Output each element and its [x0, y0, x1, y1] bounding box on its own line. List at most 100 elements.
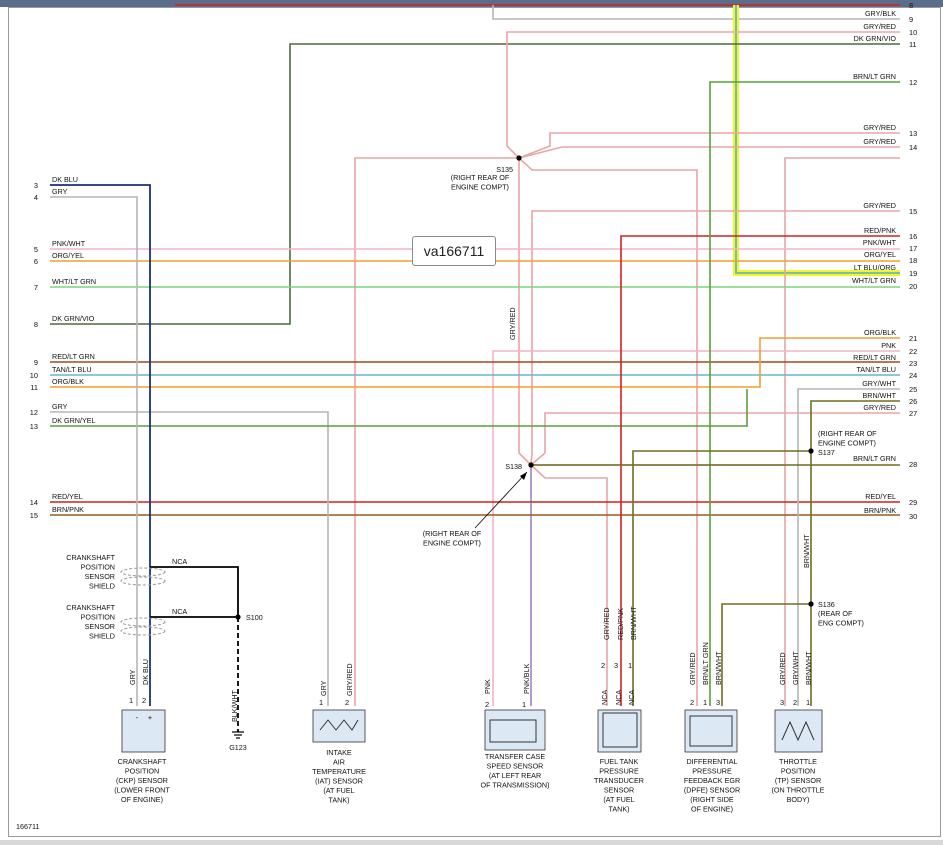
ftpt-pin: 1	[628, 661, 632, 670]
wire-brn-lt-grn-12	[709, 81, 900, 706]
right-wire-label: BRN/LT GRN	[853, 454, 896, 463]
ground-wire-label: BLK/WHT	[230, 689, 239, 722]
shield-nca: NCA	[172, 557, 187, 566]
right-pin-number: 15	[909, 207, 917, 216]
splice-s138	[528, 462, 534, 468]
ftpt-nca: NCA	[614, 690, 623, 705]
left-pin-number: 3	[34, 181, 38, 190]
shield-label: SHIELD	[89, 582, 115, 591]
ftpt-pin: 3	[614, 661, 618, 670]
iat-label: INTAKE	[326, 748, 352, 757]
ckp-pin: 2	[142, 696, 146, 705]
iat-pin: 2	[345, 698, 349, 707]
shapes-layer	[120, 155, 823, 753]
s137-location: ENGINE COMPT)	[818, 439, 876, 448]
splice-s137	[808, 448, 814, 454]
mid-wire-label: GRY/RED	[508, 307, 517, 340]
tcss-pin: 2	[485, 700, 489, 709]
iat-label: TEMPERATURE	[312, 767, 366, 776]
tcss-wire: PNK/BLK	[522, 663, 531, 694]
shield-label: SENSOR	[85, 572, 115, 581]
tp-label: BODY)	[787, 795, 810, 804]
s138-arrow	[520, 472, 527, 480]
tcss-wire: PNK	[483, 679, 492, 694]
iat-sensor-box	[312, 709, 366, 743]
right-pin-number: 18	[909, 256, 917, 265]
shield-ellipse	[120, 567, 166, 577]
left-pin-number: 6	[34, 257, 38, 266]
dpfe-wire: GRY/RED	[688, 652, 697, 685]
ftpt-sensor-box	[597, 709, 642, 753]
dpfe-label: DIFFERENTIAL	[686, 757, 737, 766]
right-pin-number: 8	[909, 1, 913, 10]
right-wire-label: WHT/LT GRN	[852, 276, 896, 285]
tp-label: POSITION	[781, 767, 815, 776]
ftpt-label: TRANSDUCER	[594, 776, 644, 785]
right-pin-number: 29	[909, 498, 917, 507]
dpfe-wire: BRN/LT GRN	[701, 642, 710, 685]
wire-dk-blu	[50, 184, 151, 706]
wire-pin9-gry-blk	[492, 5, 900, 20]
shield-ellipse	[120, 576, 166, 586]
tp-pin: 1	[806, 698, 810, 707]
shield-nca: NCA	[172, 607, 187, 616]
tp-label: (ON THROTTLE	[772, 786, 825, 795]
left-pin-number: 15	[30, 511, 38, 520]
ckp-label: CRANKSHAFT	[118, 757, 167, 766]
shield-label: CRANKSHAFT	[66, 603, 115, 612]
right-pin-number: 14	[909, 143, 917, 152]
s135-location: (RIGHT REAR OF	[451, 173, 510, 182]
dpfe-label: PRESSURE	[692, 767, 732, 776]
ftpt-label: SENSOR	[604, 786, 634, 795]
left-pin-number: 8	[34, 320, 38, 329]
right-wire-label: TAN/LT BLU	[856, 365, 896, 374]
iat-resistor-icon	[319, 719, 359, 731]
right-wire-label: RED/PNK	[864, 226, 896, 235]
left-wire-label: GRY	[52, 187, 68, 196]
iat-wire: GRY	[319, 680, 328, 696]
iat-pin: 1	[319, 698, 323, 707]
left-pin-number: 11	[30, 383, 38, 392]
left-wire-label: DK BLU	[52, 175, 78, 184]
ckp-label: (CKP) SENSOR	[116, 776, 168, 785]
wire-iat-gry	[50, 411, 329, 706]
right-pin-number: 21	[909, 334, 917, 343]
dpfe-label: (DPFE) SENSOR	[684, 786, 740, 795]
dpfe-wire: BRN/WHT	[714, 651, 723, 685]
s138-leader	[474, 471, 528, 529]
shield-label: CRANKSHAFT	[66, 553, 115, 562]
left-wire-label: PNK/WHT	[52, 239, 86, 248]
right-wire-label: GRY/RED	[863, 123, 896, 132]
dpfe-pin: 1	[703, 698, 707, 707]
wire-gry-red-10	[506, 31, 900, 159]
tp-sensor-box	[774, 709, 823, 753]
right-wire-label: GRY/RED	[863, 137, 896, 146]
right-wire-label: RED/LT GRN	[853, 353, 896, 362]
s138-label: S138	[505, 462, 522, 471]
s136-label: S136	[818, 600, 835, 609]
tp-wire: GRY/RED	[778, 652, 787, 685]
right-pin-number: 25	[909, 385, 917, 394]
ckp-minus: -	[136, 713, 139, 722]
ckp-pin: 1	[129, 696, 133, 705]
ftpt-nca: NCA	[600, 690, 609, 705]
shield-label: POSITION	[81, 613, 115, 622]
tcss-label: OF TRANSMISSION)	[481, 781, 550, 790]
splice-s136	[808, 601, 814, 607]
wire-gry-red-13	[518, 132, 900, 159]
dpfe-label: OF ENGINE)	[691, 805, 733, 814]
ftpt-label: TANK)	[608, 805, 629, 814]
ckp-sensor-box	[121, 709, 166, 753]
left-wire-label: BRN/PNK	[52, 505, 84, 514]
right-wire-label: ORG/BLK	[864, 328, 896, 337]
right-pin-number: 12	[909, 78, 917, 87]
left-pin-number: 7	[34, 283, 38, 292]
window-top-bar	[0, 0, 943, 7]
wire-gry-wht	[797, 388, 900, 706]
bottom-scrollbar[interactable]	[0, 840, 943, 845]
wire-s135-s138	[518, 158, 532, 466]
left-wire-label: GRY	[52, 402, 68, 411]
ckp-label: (LOWER FRONT	[114, 786, 170, 795]
left-pin-number: 13	[30, 422, 38, 431]
